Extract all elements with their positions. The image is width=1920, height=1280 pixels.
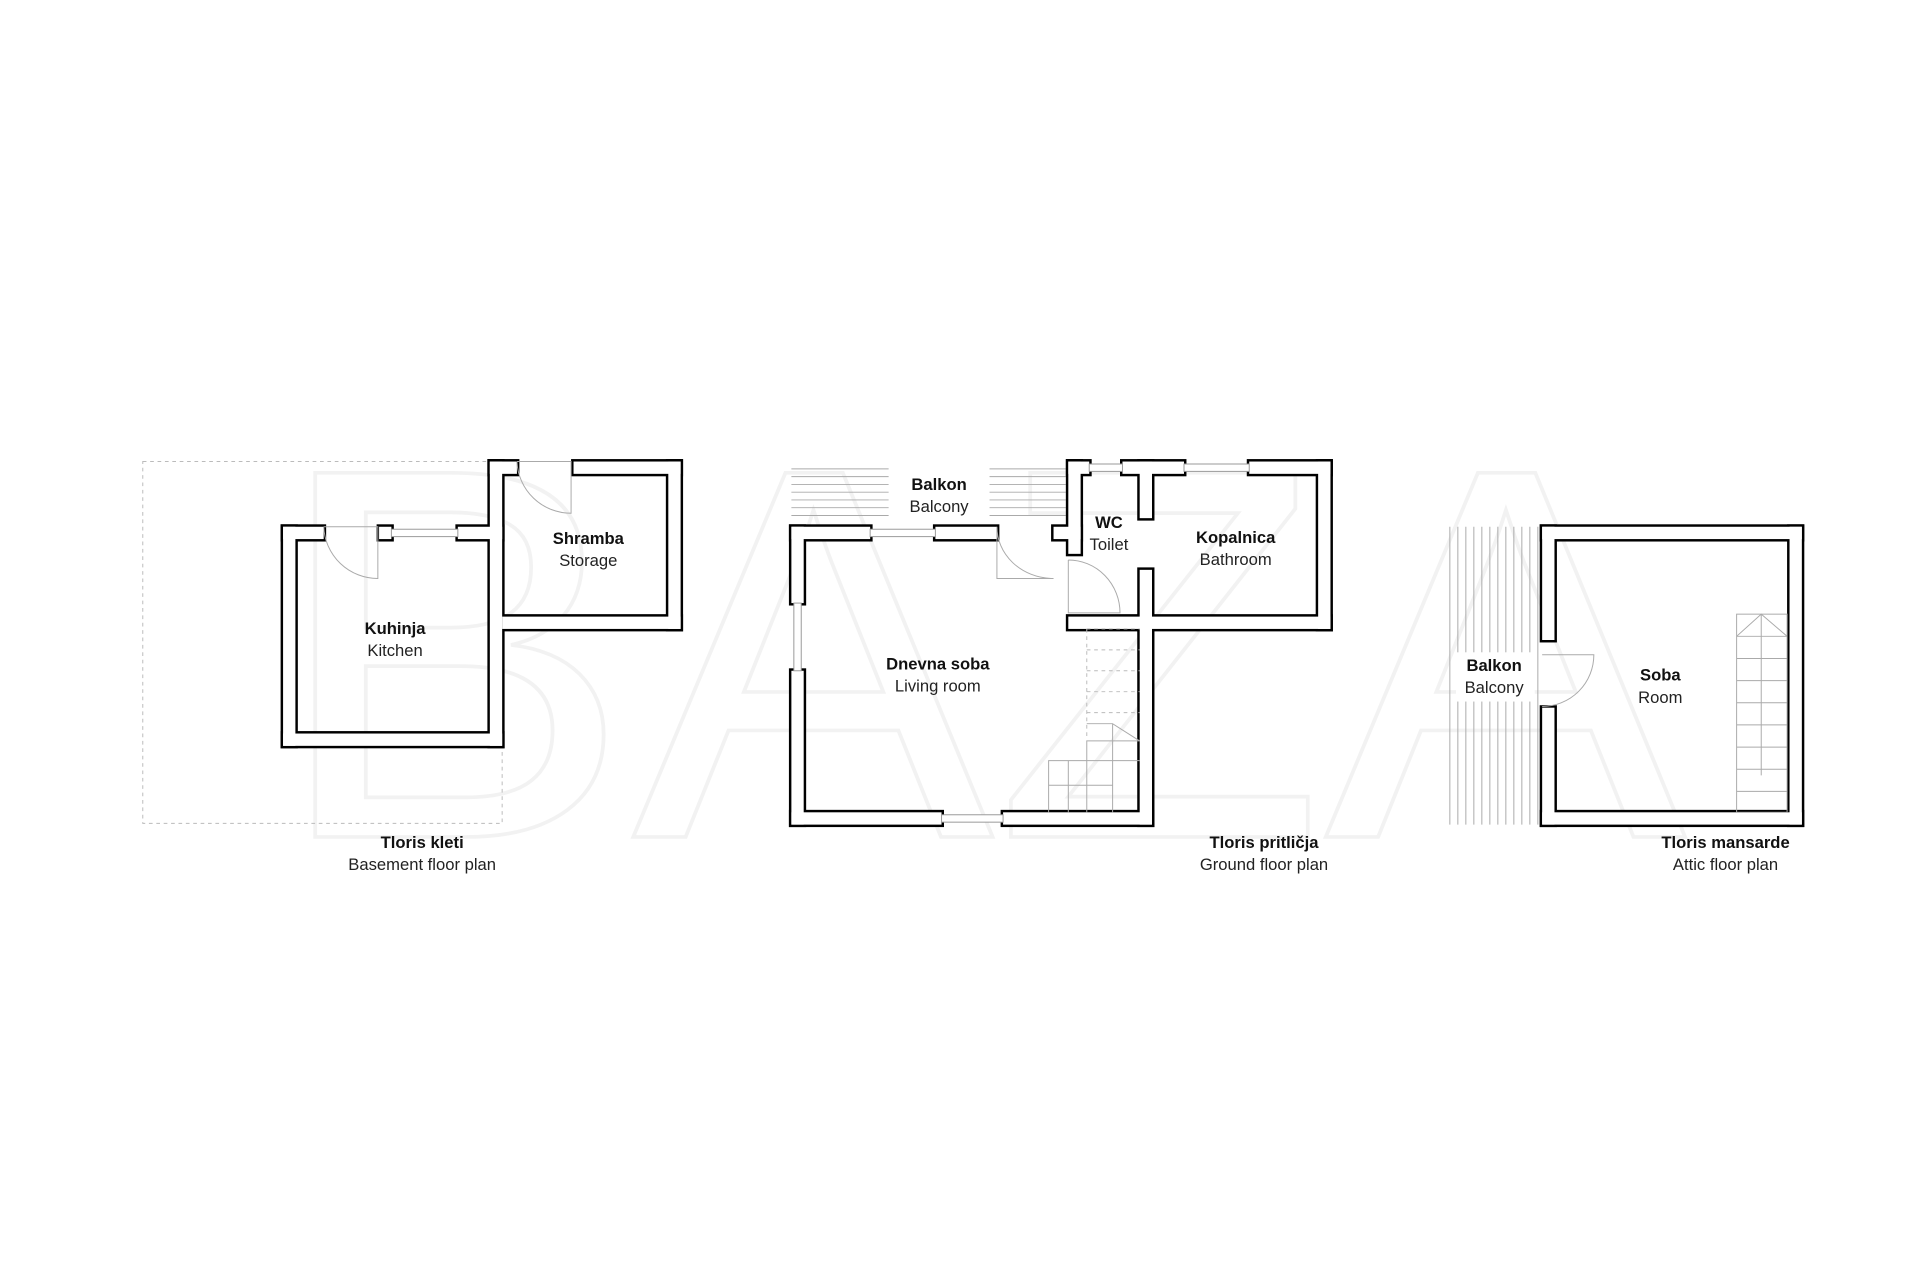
wall-fill	[379, 526, 392, 540]
plan-subtitle: Attic floor plan	[1673, 855, 1778, 874]
wall-fill	[1003, 812, 1152, 825]
wall-fill	[791, 526, 871, 540]
wall-fill	[1542, 707, 1555, 825]
kitchen-door-swing	[323, 526, 379, 579]
room-name: Kuhinja	[365, 619, 427, 638]
room-name: Balkon	[911, 475, 966, 494]
wall-fill	[489, 461, 503, 746]
room-name: Soba	[1640, 666, 1681, 685]
plan-subtitle: Ground floor plan	[1200, 855, 1328, 874]
wall-fill	[1318, 461, 1331, 629]
ground-floor-plan: Balkon Balcony WC Toilet Kopalnica Bathr…	[788, 459, 1333, 874]
room-translation: Balcony	[1465, 678, 1525, 697]
ground-walls	[788, 459, 1333, 828]
attic-plan: Balkon Balcony Soba Room Tloris mansarde…	[1449, 524, 1805, 874]
wall-fill	[1139, 461, 1152, 519]
wall-fill	[935, 526, 997, 540]
kitchen-window	[390, 528, 459, 538]
wall-fill	[1122, 461, 1184, 474]
wall-fill	[791, 670, 804, 825]
plan-title: Tloris pritličja	[1210, 833, 1320, 852]
stair-arrow	[1736, 613, 1788, 776]
wall-fill	[1249, 461, 1331, 474]
window	[793, 602, 802, 672]
wall-fill	[1139, 616, 1152, 825]
room-translation: Living room	[895, 677, 981, 696]
window	[1183, 463, 1250, 472]
wall-fill	[283, 526, 296, 746]
wall-fill	[668, 461, 681, 629]
attic-walls	[1539, 524, 1805, 828]
wall-fill	[1542, 812, 1802, 825]
wall-fill	[1542, 526, 1802, 540]
staircase	[1736, 613, 1788, 813]
wall-fill	[1139, 616, 1331, 629]
room-translation: Kitchen	[367, 641, 422, 660]
wall-fill	[1068, 461, 1081, 554]
wc-door-swing	[1067, 559, 1121, 614]
baza-watermark: BAZA	[271, 359, 1689, 950]
wall-fill	[573, 461, 681, 474]
room-translation: Toilet	[1090, 535, 1129, 554]
window	[941, 814, 1004, 823]
window	[869, 528, 936, 538]
stair-steps	[1048, 723, 1140, 813]
plan-title: Tloris kleti	[381, 833, 464, 852]
room-name: Dnevna soba	[886, 655, 990, 674]
room-name: Shramba	[553, 529, 625, 548]
room-translation: Storage	[559, 551, 617, 570]
wall-fill	[1068, 616, 1152, 629]
room-translation: Bathroom	[1200, 550, 1272, 569]
room-name: Balkon	[1466, 656, 1521, 675]
wall-fill	[791, 812, 942, 825]
room-translation: Room	[1638, 688, 1682, 707]
wall-fill	[1068, 461, 1090, 474]
wall-fill	[489, 461, 517, 474]
living-door-swing	[996, 526, 1054, 579]
wall-fill	[1789, 526, 1802, 825]
attic-door-swing	[1542, 654, 1595, 707]
wall-fill	[502, 616, 681, 629]
room-name: WC	[1095, 513, 1123, 532]
room-name: Kopalnica	[1196, 528, 1276, 547]
storage-door-swing	[516, 461, 572, 514]
staircase	[1048, 628, 1140, 813]
wall-fill	[791, 526, 804, 604]
room-translation: Balcony	[910, 497, 970, 516]
plan-title: Tloris mansarde	[1661, 833, 1789, 852]
wall-fill	[283, 733, 503, 746]
wall-fill	[1139, 569, 1152, 629]
plan-subtitle: Basement floor plan	[348, 855, 496, 874]
stair-outline	[1736, 613, 1788, 813]
window	[1088, 463, 1123, 472]
basement-plan: Kuhinja Kitchen Shramba Storage Tloris k…	[142, 459, 684, 874]
balcony-label-bg	[1456, 652, 1535, 702]
wall-fill	[1542, 526, 1555, 640]
basement-walls	[280, 459, 684, 749]
balcony-label-bg	[888, 467, 990, 520]
